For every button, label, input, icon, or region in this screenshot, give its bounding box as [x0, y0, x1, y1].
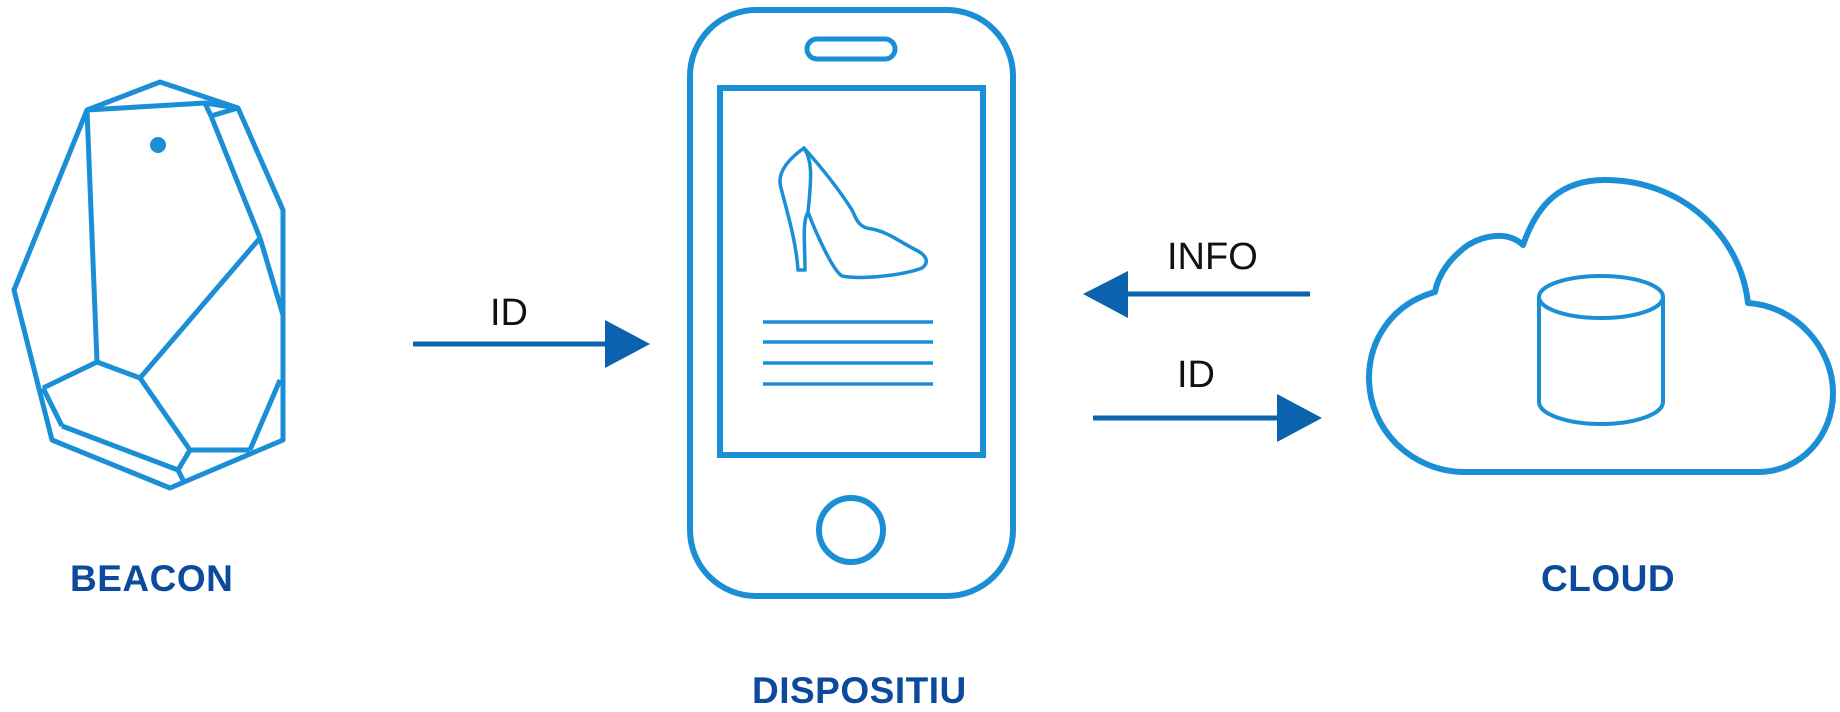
database-icon: [1537, 274, 1665, 427]
text-lines: [763, 320, 933, 386]
high-heel-shoe-icon: [778, 146, 928, 280]
arrow-label-info: INFO: [1167, 236, 1258, 278]
arrow-label-beacon-id: ID: [490, 292, 528, 334]
arrow-label-cloud-id: ID: [1177, 354, 1215, 396]
beacon-label: BEACON: [70, 558, 234, 599]
cloud-label: CLOUD: [1541, 558, 1676, 599]
beacon-icon: [11, 79, 286, 491]
arrow-device-to-cloud: [1093, 394, 1322, 442]
cloud-icon: [1366, 177, 1836, 475]
arrow-cloud-to-device: [1083, 271, 1310, 318]
arrow-beacon-to-device: [413, 320, 650, 368]
smartphone-icon: [687, 7, 1016, 599]
device-label: DISPOSITIU: [752, 670, 967, 711]
